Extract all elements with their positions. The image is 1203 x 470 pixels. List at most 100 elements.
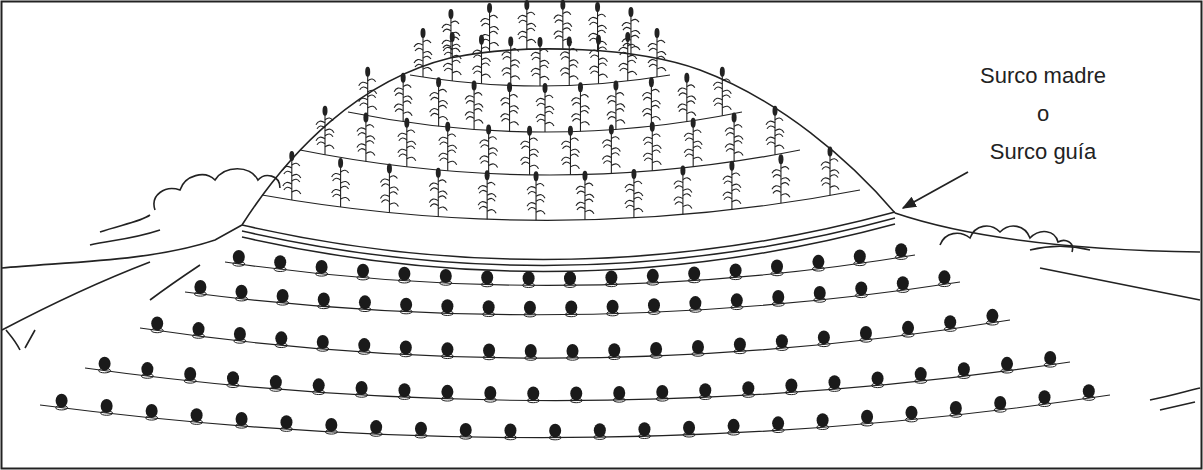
- shrub: [650, 342, 662, 358]
- leaf: [489, 148, 498, 152]
- stem: [406, 127, 407, 167]
- leaf: [440, 142, 448, 145]
- leaf: [398, 133, 407, 137]
- leaf: [480, 156, 489, 160]
- shrub-crown: [277, 289, 289, 303]
- shrub: [358, 338, 370, 354]
- shrub: [441, 342, 453, 358]
- shrub-crown: [227, 371, 239, 385]
- leaf: [555, 20, 563, 23]
- shrub: [950, 401, 962, 417]
- shrub-crown: [523, 271, 535, 285]
- tassel: [404, 118, 409, 128]
- shrub-crown: [860, 326, 872, 340]
- shrub-crown: [151, 317, 163, 331]
- shrub: [944, 315, 956, 331]
- corn-plant: [465, 80, 483, 129]
- leaf: [623, 27, 631, 30]
- stem: [389, 173, 390, 213]
- shrub-crown: [235, 285, 247, 299]
- shrub-crown: [483, 300, 495, 314]
- leaf: [722, 106, 731, 110]
- stem: [693, 127, 694, 167]
- contour: [300, 150, 800, 175]
- tassel: [625, 32, 630, 42]
- corn-plant: [481, 3, 499, 52]
- leaf: [403, 101, 411, 104]
- shrub-crown: [325, 418, 337, 432]
- shrub: [233, 250, 245, 266]
- shrub-crown: [99, 357, 111, 371]
- leaf: [683, 194, 691, 197]
- shrub-crown: [905, 406, 917, 420]
- corn-plant: [571, 82, 589, 131]
- tassel: [508, 36, 513, 46]
- shrub: [1044, 351, 1056, 367]
- leaf: [626, 189, 634, 192]
- leaf: [683, 178, 691, 181]
- leaf: [368, 90, 377, 94]
- shrub: [481, 271, 493, 287]
- shrub: [1039, 390, 1051, 406]
- leaf: [675, 186, 683, 189]
- leaf: [775, 134, 783, 137]
- landscape: [2, 49, 1200, 410]
- leaf: [620, 68, 628, 71]
- leaf: [359, 82, 368, 86]
- leaf: [773, 175, 781, 178]
- corn-plant: [478, 170, 496, 219]
- leaf: [649, 64, 657, 67]
- shrub-crown: [1001, 357, 1013, 371]
- shrub-crown: [613, 386, 625, 400]
- corn-plant: [622, 7, 640, 56]
- leaf: [511, 49, 519, 52]
- stem: [722, 76, 723, 116]
- shrub-crown: [647, 269, 659, 283]
- leaf: [521, 141, 530, 145]
- leaf: [772, 170, 781, 174]
- shrub: [318, 292, 330, 308]
- leaf: [628, 55, 637, 59]
- shrub-crown: [524, 301, 536, 315]
- leaf: [490, 15, 498, 18]
- shrub: [570, 387, 582, 403]
- shrub: [818, 330, 830, 346]
- leaf: [403, 85, 411, 88]
- shrub: [325, 418, 337, 434]
- shrub-crown: [191, 408, 203, 422]
- leaf: [480, 140, 489, 144]
- shrub-crown: [594, 423, 606, 437]
- tassel: [680, 166, 685, 176]
- corn-plant: [723, 161, 741, 210]
- leaf: [423, 56, 431, 59]
- shrub-crown: [861, 410, 873, 424]
- shrub-crown: [828, 375, 840, 389]
- shrub-crown: [441, 385, 453, 399]
- shrub-crown: [275, 331, 287, 345]
- shrub: [270, 375, 282, 391]
- shrub: [525, 344, 537, 360]
- tassel: [487, 3, 492, 13]
- leaf: [466, 101, 474, 104]
- shrub-crown: [356, 381, 368, 395]
- leaf: [448, 145, 457, 149]
- leaf: [537, 119, 545, 122]
- leaf: [590, 50, 599, 54]
- shrub-crown: [370, 420, 382, 434]
- tassel: [595, 2, 600, 12]
- shrub-crown: [527, 386, 539, 400]
- shrub-crown: [484, 386, 496, 400]
- leaf: [602, 140, 611, 144]
- shrub: [194, 280, 206, 296]
- leaf: [545, 111, 553, 114]
- leaf: [283, 182, 292, 186]
- shrub: [234, 327, 246, 343]
- leaf: [767, 126, 775, 129]
- tassel: [691, 118, 696, 128]
- leaf: [415, 48, 423, 51]
- shrub-crown: [699, 383, 711, 397]
- leaf: [527, 39, 536, 43]
- leaf: [325, 134, 333, 137]
- shrub: [236, 412, 248, 428]
- tassel: [436, 77, 441, 87]
